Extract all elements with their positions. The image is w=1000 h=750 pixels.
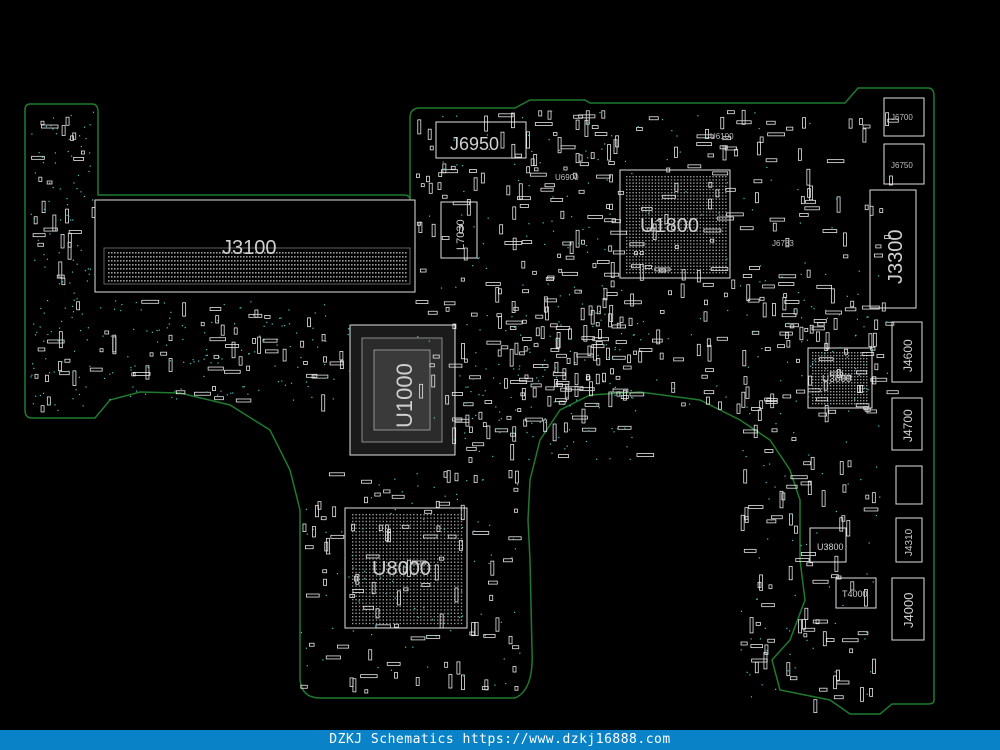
connector-j3300[interactable] — [869, 189, 917, 309]
label-l7030: L7030 — [455, 219, 467, 250]
connector-j6950[interactable] — [435, 121, 527, 159]
label-u8000: U8000 — [372, 558, 431, 580]
pcb-board-view[interactable]: J6950 J3100 U1800 U1000 U8000 L7030 J330… — [0, 0, 1000, 730]
label-j6783: J6783 — [772, 239, 794, 248]
label-u1000: U1000 — [392, 363, 417, 428]
connector-j4700[interactable] — [891, 397, 923, 451]
label-u3600: U3600 — [822, 374, 852, 385]
chip-u1800[interactable] — [619, 169, 731, 279]
label-j4700: J4700 — [901, 409, 915, 442]
smd-component-field — [31, 109, 899, 713]
part-j4500[interactable] — [895, 465, 923, 505]
label-j6700: J6700 — [891, 113, 913, 122]
label-j3300: J3300 — [885, 230, 907, 285]
chip-u8000[interactable] — [344, 507, 468, 629]
connector-j3100[interactable] — [94, 199, 416, 293]
label-j6750: J6750 — [891, 161, 913, 170]
label-j6950: J6950 — [450, 134, 499, 154]
label-j4310: J4310 — [904, 528, 915, 556]
watermark-footer: DZKJ Schematics https://www.dzkj16888.co… — [0, 730, 1000, 750]
label-j3100: J3100 — [222, 237, 277, 259]
chip-u3800[interactable] — [809, 527, 847, 563]
part-t4000[interactable] — [835, 577, 877, 609]
label-u6100: U6100 — [710, 132, 734, 141]
chip-u1000[interactable] — [349, 324, 456, 456]
connector-j4000[interactable] — [891, 577, 925, 641]
label-t4000: T4000 — [842, 589, 868, 599]
label-u3800: U3800 — [817, 542, 844, 552]
label-u1800: U1800 — [640, 215, 699, 237]
board-outline — [24, 87, 935, 715]
label-u6900: U6900 — [555, 173, 579, 182]
connector-j6750[interactable] — [883, 143, 925, 185]
connector-j6700[interactable] — [883, 97, 925, 137]
label-j4000: J4000 — [901, 593, 916, 628]
label-j4600: J4600 — [901, 339, 915, 372]
connector-j4600[interactable] — [891, 321, 923, 383]
connector-j4310[interactable] — [895, 517, 923, 563]
via-field — [30, 110, 888, 698]
